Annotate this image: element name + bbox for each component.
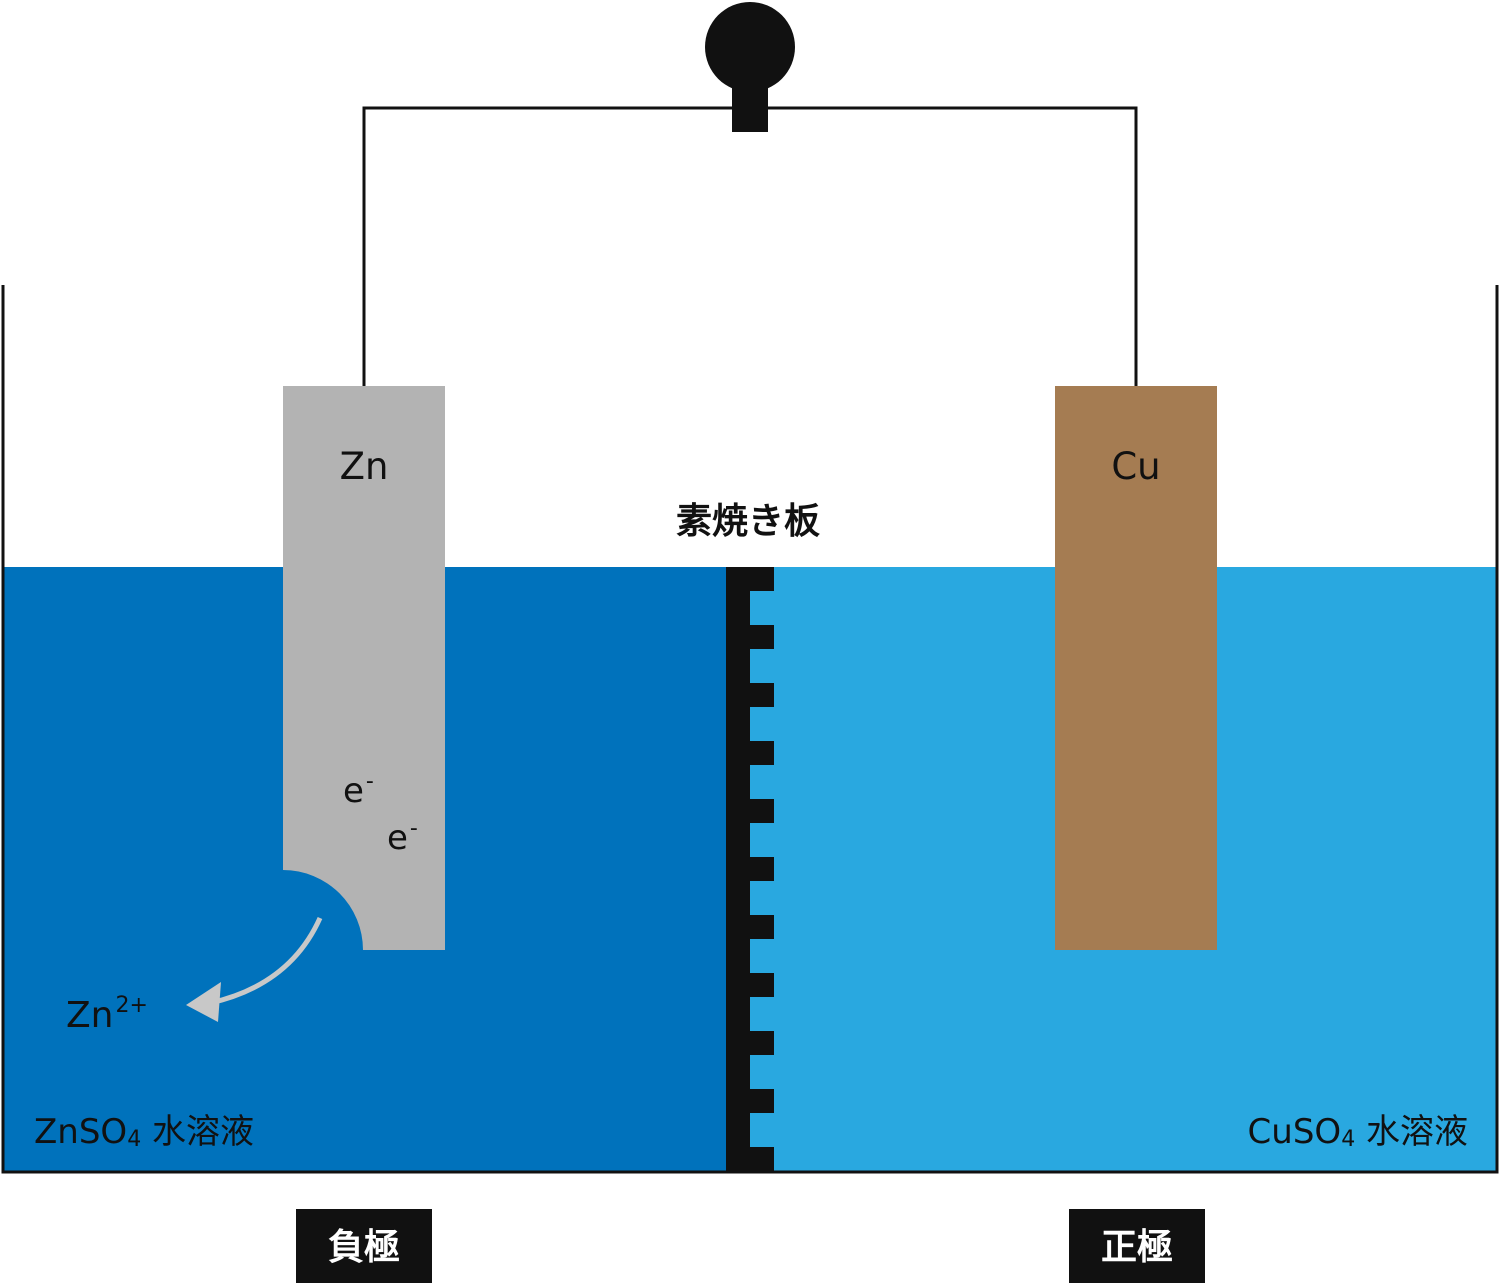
porous-plate-block: [726, 741, 774, 765]
separator-label: 素焼き板: [676, 501, 820, 542]
porous-plate-block: [726, 1089, 774, 1113]
porous-plate-block: [726, 915, 774, 939]
curved-arrow-icon: [186, 916, 323, 1022]
porous-plate-block: [726, 973, 774, 997]
porous-plate-block: [726, 857, 774, 881]
wire: [362, 106, 1138, 386]
beaker: [1, 285, 1499, 1174]
porous-plate-block: [726, 567, 774, 591]
porous-plate-block: [726, 683, 774, 707]
porous-plate-block: [726, 799, 774, 823]
porous-plate-block: [726, 625, 774, 649]
light-bulb-icon: [705, 2, 795, 132]
positive-electrode-label: 正極: [1101, 1227, 1173, 1268]
negative-electrode-badge: 負極: [296, 1209, 432, 1283]
zinc-ion-label: Zn2+: [66, 993, 148, 1036]
zn-electrode-label: Zn: [340, 445, 389, 488]
right-solution-label: CuSO4 水溶液: [1248, 1112, 1468, 1152]
porous-plate-block: [726, 1147, 774, 1171]
porous-plate-block: [726, 1031, 774, 1055]
left-solution-label: ZnSO4 水溶液: [34, 1112, 254, 1152]
electron-label: e-: [387, 816, 418, 858]
porous-plate: [726, 567, 774, 1172]
positive-electrode-badge: 正極: [1069, 1209, 1205, 1283]
electron-label: e-: [343, 769, 374, 811]
negative-electrode-label: 負極: [328, 1227, 400, 1268]
zinc-electrode: [283, 386, 445, 950]
copper-electrode: [1055, 386, 1217, 950]
cu-electrode-label: Cu: [1111, 445, 1160, 488]
